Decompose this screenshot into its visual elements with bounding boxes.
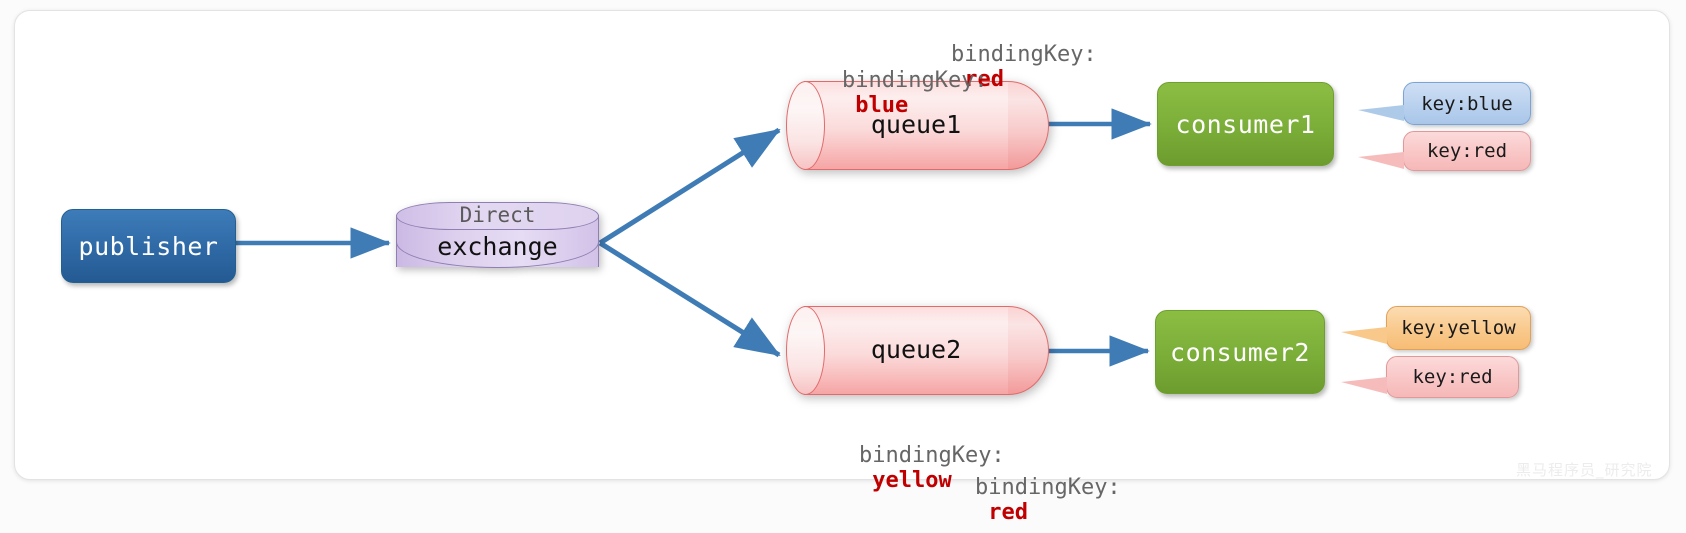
- callout-red1-text: key:red: [1426, 140, 1508, 162]
- exchange-label: exchange: [437, 232, 558, 261]
- binding-label: bindingKey:: [950, 42, 1097, 67]
- binding-value: yellow: [858, 468, 952, 493]
- callout-red2-text: key:red: [1412, 366, 1493, 388]
- queue1-left-cap: [786, 81, 825, 170]
- callout-tail-icon: [1341, 327, 1387, 344]
- queue1-label: queue1: [870, 110, 962, 139]
- callout-blue-text: key:blue: [1421, 92, 1513, 115]
- node-queue1[interactable]: queue1: [786, 81, 1049, 170]
- callout-consumer2-key-yellow: key:yellow: [1341, 306, 1531, 350]
- binding-queue1-red: bindingKey: red: [898, 17, 1097, 117]
- queue2-body: [804, 306, 1009, 395]
- binding-label: bindingKey:: [841, 68, 988, 93]
- node-publisher[interactable]: publisher: [61, 209, 236, 283]
- binding-queue2-red: bindingKey: red: [922, 450, 1121, 533]
- binding-value: red: [950, 67, 1004, 92]
- binding-value: red: [974, 500, 1028, 525]
- callout-tail-icon: [1358, 152, 1404, 169]
- binding-label: bindingKey:: [974, 475, 1121, 500]
- binding-label: bindingKey:: [858, 443, 1005, 468]
- watermark: 黑马程序员_研究院: [1516, 461, 1653, 479]
- callout-consumer1-key-red: key:red: [1358, 131, 1531, 171]
- binding-value: blue: [841, 93, 909, 118]
- consumer2-label: consumer2: [1170, 337, 1310, 367]
- callout-yellow-text: key:yellow: [1401, 317, 1516, 339]
- callout-consumer1-key-blue: key:blue: [1358, 82, 1531, 125]
- queue1-body: [804, 81, 1009, 170]
- exchange-type-label: Direct: [459, 203, 536, 227]
- node-exchange[interactable]: Direct exchange: [396, 202, 599, 280]
- node-consumer1[interactable]: consumer1: [1157, 82, 1334, 166]
- node-consumer2[interactable]: consumer2: [1155, 310, 1325, 394]
- binding-queue1-blue: bindingKey: blue: [789, 43, 988, 143]
- queue2-left-cap: [786, 306, 825, 395]
- queue2-label: queue2: [870, 335, 962, 364]
- callout-tail-icon: [1341, 377, 1387, 394]
- consumer1-label: consumer1: [1175, 109, 1316, 139]
- exchange-cylinder-top: [396, 202, 599, 230]
- callout-tail-icon: [1358, 105, 1404, 121]
- binding-queue2-yellow: bindingKey: yellow: [806, 418, 1005, 518]
- callout-consumer2-key-red: key:red: [1341, 356, 1519, 398]
- publisher-label: publisher: [78, 231, 219, 261]
- node-queue2[interactable]: queue2: [786, 306, 1049, 395]
